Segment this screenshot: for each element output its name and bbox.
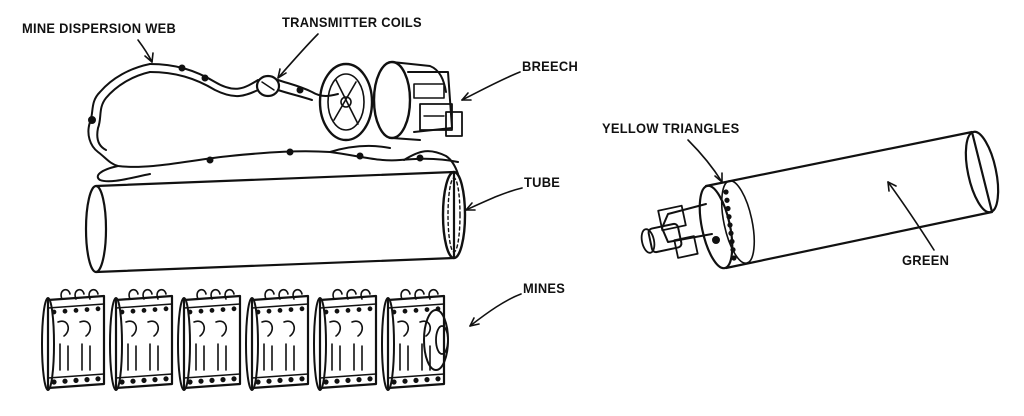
triangle-dot [729,238,735,245]
label-green: GREEN [902,252,950,268]
mine-hub [423,309,449,371]
triangle-dot [726,214,732,220]
label-tube: TUBE [524,174,561,190]
triangle-dot [724,197,730,203]
label-yellow-triangles: YELLOW TRIANGLES [602,120,740,136]
mine [41,288,106,391]
triangle-dot [727,222,733,228]
triangle-dot [730,247,736,253]
triangle-dot [728,230,734,236]
label-breech: BREECH [522,58,579,74]
label-transmitter-coils: TRANSMITTER COILS [282,14,422,30]
triangle-dot [731,255,737,261]
mines-row [41,288,449,391]
triangle-dot [725,205,731,212]
breech-assembly [318,60,463,142]
mine [381,288,446,391]
mine [245,288,310,391]
canister [640,130,1000,270]
transmitter-coil [255,74,281,98]
mine-dispersion-web [87,63,459,183]
mine [109,288,174,391]
label-mines: MINES [523,280,566,296]
tube [84,170,467,274]
yellow-triangle-markings [723,189,737,261]
leader-lines [137,33,935,327]
mine [313,288,378,391]
mine [177,288,242,391]
triangle-dot [723,189,729,195]
label-mine-dispersion-web: MINE DISPERSION WEB [22,20,177,36]
